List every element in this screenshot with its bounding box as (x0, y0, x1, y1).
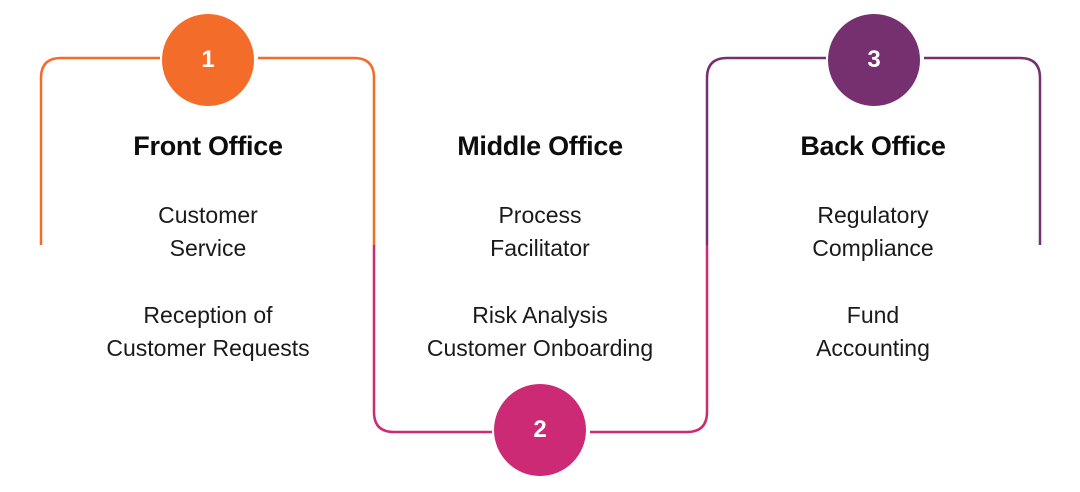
stage-3-item-1: Regulatory Compliance (812, 202, 934, 261)
stage-2-title: Middle Office (457, 131, 623, 161)
stage-2-item-1: Process Facilitator (490, 202, 590, 261)
stage-3-number-badge: 3 (828, 14, 920, 106)
stage-2-column: Middle Office Process Facilitator Risk A… (380, 126, 700, 365)
stage-3-item-2: Fund Accounting (816, 302, 930, 361)
connector-stage-1 (39, 56, 376, 245)
stage-3-column: Back Office Regulatory Compliance Fund A… (713, 126, 1033, 365)
stage-1-title: Front Office (133, 131, 283, 161)
stage-2-item-2: Risk Analysis Customer Onboarding (426, 302, 654, 361)
stage-1-item-2: Reception of Customer Requests (106, 302, 310, 361)
stage-3-title: Back Office (800, 131, 946, 161)
stage-1-number-badge: 1 (162, 14, 254, 106)
stage-2-number-badge: 2 (494, 384, 586, 476)
connector-stage-2 (372, 245, 709, 434)
stage-1-column: Front Office Customer Service Reception … (48, 126, 368, 365)
connector-stage-3 (705, 56, 1042, 245)
stage-1-item-1: Customer Service (158, 202, 258, 261)
